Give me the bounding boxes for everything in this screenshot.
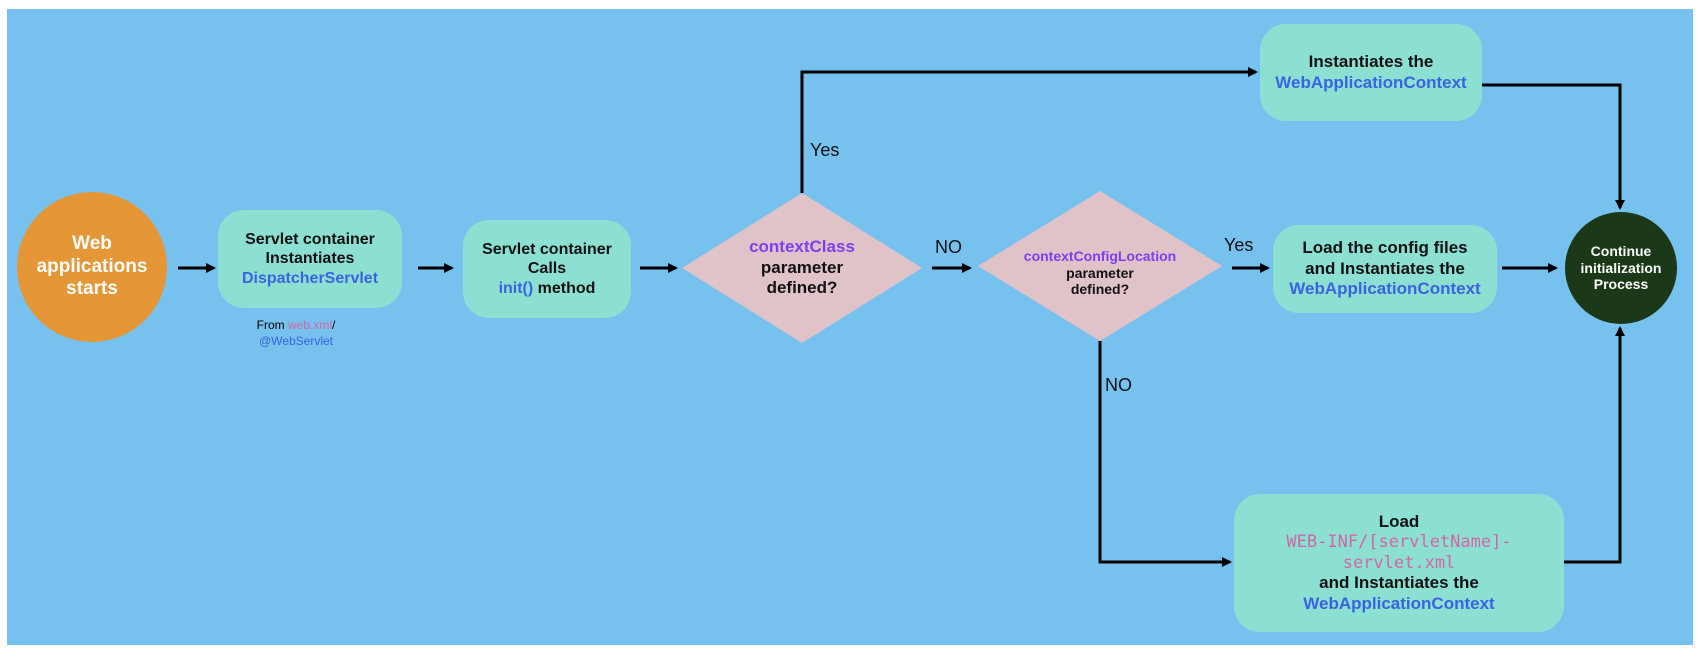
arrow-top-to-end xyxy=(1482,83,1625,210)
arrow-decision1-yes xyxy=(800,67,1258,193)
step2-line1: Servlet container xyxy=(482,241,612,259)
call-init-method-box: Servlet container Calls init() method xyxy=(463,220,631,318)
bottom-box-line1: Load xyxy=(1378,512,1420,532)
note-web-xml: web.xml xyxy=(287,318,332,332)
decision1-text: contextClass parameter defined? xyxy=(722,228,882,308)
decision1-line3: defined? xyxy=(766,278,838,298)
note-prefix: From xyxy=(256,318,288,332)
end-line1: Continue xyxy=(1590,242,1652,259)
decision1-line2: parameter xyxy=(760,257,844,277)
mid-box-line2: and Instantiates the xyxy=(1305,258,1465,278)
decision2-shape xyxy=(978,191,1222,341)
decision1-param: contextClass xyxy=(749,237,855,257)
bottom-box-line3: and Instantiates the xyxy=(1319,573,1479,593)
step1-line1: Servlet container xyxy=(245,231,375,249)
init-method-suffix: method xyxy=(533,279,596,297)
edge-label-no-decision1: NO xyxy=(935,237,962,257)
step1-class-name: DispatcherServlet xyxy=(241,269,379,287)
decision2-param: contextConfigLocation xyxy=(1023,247,1177,264)
init-method-name: init() xyxy=(498,279,534,297)
mid-box-context-name: WebApplicationContext xyxy=(1289,279,1481,299)
decision2-line3: defined? xyxy=(1070,281,1130,298)
start-line2: applications xyxy=(36,255,148,277)
arrow-decision2-no xyxy=(1098,341,1232,567)
start-line3: starts xyxy=(66,278,118,300)
end-node: Continue initialization Process xyxy=(1565,212,1677,324)
arrow-bottom-to-end xyxy=(1564,326,1625,564)
note-webservlet-annotation: @WebServlet xyxy=(259,333,333,348)
decision1-shape xyxy=(682,193,922,343)
instantiate-context-box: Instantiates the WebApplicationContext xyxy=(1260,24,1482,121)
start-node: Web applications starts xyxy=(17,192,167,342)
step1-line2: Instantiates xyxy=(265,250,355,268)
edge-label-yes-decision1: Yes xyxy=(810,140,840,160)
edge-label-yes-decision2: Yes xyxy=(1224,235,1254,255)
top-box-context-name: WebApplicationContext xyxy=(1275,72,1467,92)
edge-label-no-decision2: NO xyxy=(1105,375,1132,395)
step1-source-note: From web.xml/ @WebServlet xyxy=(236,318,356,349)
start-line1: Web xyxy=(72,232,112,254)
bottom-box-context-name: WebApplicationContext xyxy=(1303,593,1495,613)
decision2-text: contextConfigLocation parameter defined? xyxy=(1010,238,1190,308)
end-line3: Process xyxy=(1593,276,1649,293)
step2-line3: init() method xyxy=(499,279,596,298)
step2-line2: Calls xyxy=(527,260,567,278)
note-separator: / xyxy=(332,318,336,332)
servlet-xml-path-line2: servlet.xml xyxy=(1342,552,1456,573)
servlet-xml-path-line1: WEB-INF/[servletName]- xyxy=(1286,532,1512,553)
load-config-files-box: Load the config files and Instantiates t… xyxy=(1273,225,1497,313)
top-box-line1: Instantiates the xyxy=(1308,52,1434,72)
load-servlet-xml-box: Load WEB-INF/[servletName]- servlet.xml … xyxy=(1234,494,1564,632)
decision2-line2: parameter xyxy=(1066,264,1134,281)
end-line2: initialization xyxy=(1580,259,1662,276)
instantiate-dispatcher-servlet-box: Servlet container Instantiates Dispatche… xyxy=(218,210,402,308)
mid-box-line1: Load the config files xyxy=(1302,238,1468,258)
